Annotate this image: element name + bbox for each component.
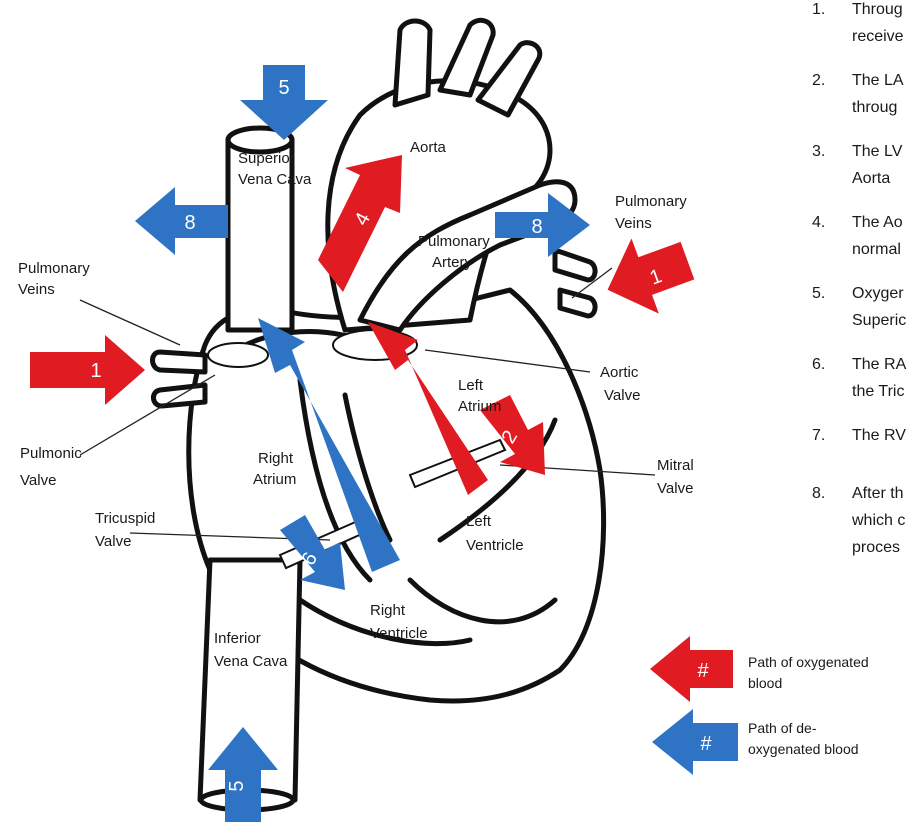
arrow-5-ivc-label: 5 <box>226 780 248 791</box>
label-tricuspid-valve-2: Valve <box>95 533 131 550</box>
label-vena-cava-bottom: Vena Cava <box>214 653 288 670</box>
step-4-line-1: The Ao <box>852 214 903 231</box>
label-left-ventricle-1: Left <box>466 513 492 530</box>
step-5-number: 5. <box>812 285 825 302</box>
step-7-line-1: The RV <box>852 427 906 444</box>
legend-deoxygenated-line-1: Path of de- <box>748 720 817 736</box>
label-left-atrium-1: Left <box>458 377 484 394</box>
step-3-line-2: Aorta <box>852 170 890 187</box>
label-pulmonary-veins-left-1: Pulmonary <box>18 260 90 277</box>
step-2-line-1: The LA <box>852 72 904 89</box>
step-2-number: 2. <box>812 72 825 89</box>
arrow-1-left-shape <box>30 335 145 405</box>
label-aortic-valve-1: Aortic <box>600 364 639 381</box>
step-5: 5. Oxyger Superic <box>812 285 906 329</box>
label-left-ventricle-2: Ventricle <box>466 537 524 554</box>
arrow-8-left: 8 <box>135 187 228 255</box>
step-8-line-2: which c <box>851 512 905 529</box>
step-3: 3. The LV Aorta <box>812 143 903 187</box>
legend-oxygenated-symbol: # <box>697 660 709 682</box>
step-3-number: 3. <box>812 143 825 160</box>
step-2-line-2: throug <box>852 99 897 116</box>
steps-list: 1. Throug receive 2. The LA throug 3. Th… <box>812 1 907 556</box>
legend-deoxygenated-line-2: oxygenated blood <box>748 741 859 757</box>
legend-deoxygenated: # Path of de- oxygenated blood <box>652 709 859 775</box>
legend: # Path of oxygenated blood # Path of de-… <box>650 636 869 775</box>
label-pulmonary-veins-left-2: Veins <box>18 281 55 298</box>
label-right-atrium-1: Right <box>258 450 294 467</box>
arrow-1-left: 1 <box>30 335 145 405</box>
legend-deoxygenated-symbol: # <box>700 733 712 755</box>
step-1: 1. Throug receive <box>812 1 904 45</box>
step-4-number: 4. <box>812 214 825 231</box>
label-pulmonary-veins-right-2: Veins <box>615 215 652 232</box>
step-2: 2. The LA throug <box>812 72 904 116</box>
legend-deoxygenated-arrow <box>652 709 738 775</box>
pulmonic-valve-shape <box>208 343 268 367</box>
arrow-5-svc-label: 5 <box>278 77 289 99</box>
label-right-ventricle-2: Ventricle <box>370 625 428 642</box>
label-right-ventricle-1: Right <box>370 602 406 619</box>
step-8-number: 8. <box>812 485 825 502</box>
step-1-line-1: Throug <box>852 1 903 18</box>
heart-outline <box>153 20 604 810</box>
legend-oxygenated-line-2: blood <box>748 675 782 691</box>
step-6: 6. The RA the Tric <box>812 356 907 400</box>
step-5-line-2: Superic <box>852 312 906 329</box>
label-pulmonary-veins-right-1: Pulmonary <box>615 193 687 210</box>
label-mitral-valve-1: Mitral <box>657 457 694 474</box>
arrow-8-pulmonary-label: 8 <box>531 216 542 238</box>
legend-oxygenated-arrow <box>650 636 733 702</box>
label-pulmonary-artery-2: Artery <box>432 254 473 271</box>
label-pulmonic-valve-2: Valve <box>20 472 56 489</box>
arrow-1-left-label: 1 <box>90 360 101 382</box>
step-6-line-1: The RA <box>852 356 907 373</box>
step-6-number: 6. <box>812 356 825 373</box>
step-6-line-2: the Tric <box>852 383 904 400</box>
label-inferior: Inferior <box>214 630 261 647</box>
step-7-number: 7. <box>812 427 825 444</box>
step-4: 4. The Ao normal <box>812 214 903 258</box>
legend-oxygenated: # Path of oxygenated blood <box>650 636 869 702</box>
label-left-atrium-2: Atrium <box>458 398 501 415</box>
label-pulmonic-valve-1: Pulmonic <box>20 445 82 462</box>
step-4-line-2: normal <box>852 241 901 258</box>
arrow-1-right: 1 <box>594 223 701 327</box>
arrow-1-right-shape <box>594 223 701 327</box>
arrow-8-left-shape <box>135 187 228 255</box>
label-tricuspid-valve-1: Tricuspid <box>95 510 155 527</box>
step-8: 8. After th which c proces <box>812 485 905 556</box>
step-3-line-1: The LV <box>852 143 903 160</box>
step-7: 7. The RV <box>812 427 906 444</box>
step-8-line-3: proces <box>852 539 900 556</box>
arrow-8-left-label: 8 <box>184 212 195 234</box>
label-aorta: Aorta <box>410 139 447 156</box>
label-vena-cava-top: Vena Cava <box>238 171 312 188</box>
label-right-atrium-2: Atrium <box>253 471 296 488</box>
label-aortic-valve-2: Valve <box>604 387 640 404</box>
step-1-line-2: receive <box>852 28 904 45</box>
step-1-number: 1. <box>812 1 825 18</box>
legend-oxygenated-line-1: Path of oxygenated <box>748 654 869 670</box>
label-pulmonary-artery-1: Pulmonary <box>418 233 490 250</box>
step-8-line-1: After th <box>852 485 904 502</box>
label-mitral-valve-2: Valve <box>657 480 693 497</box>
label-superior: Superior <box>238 150 295 167</box>
step-5-line-1: Oxyger <box>852 285 904 302</box>
